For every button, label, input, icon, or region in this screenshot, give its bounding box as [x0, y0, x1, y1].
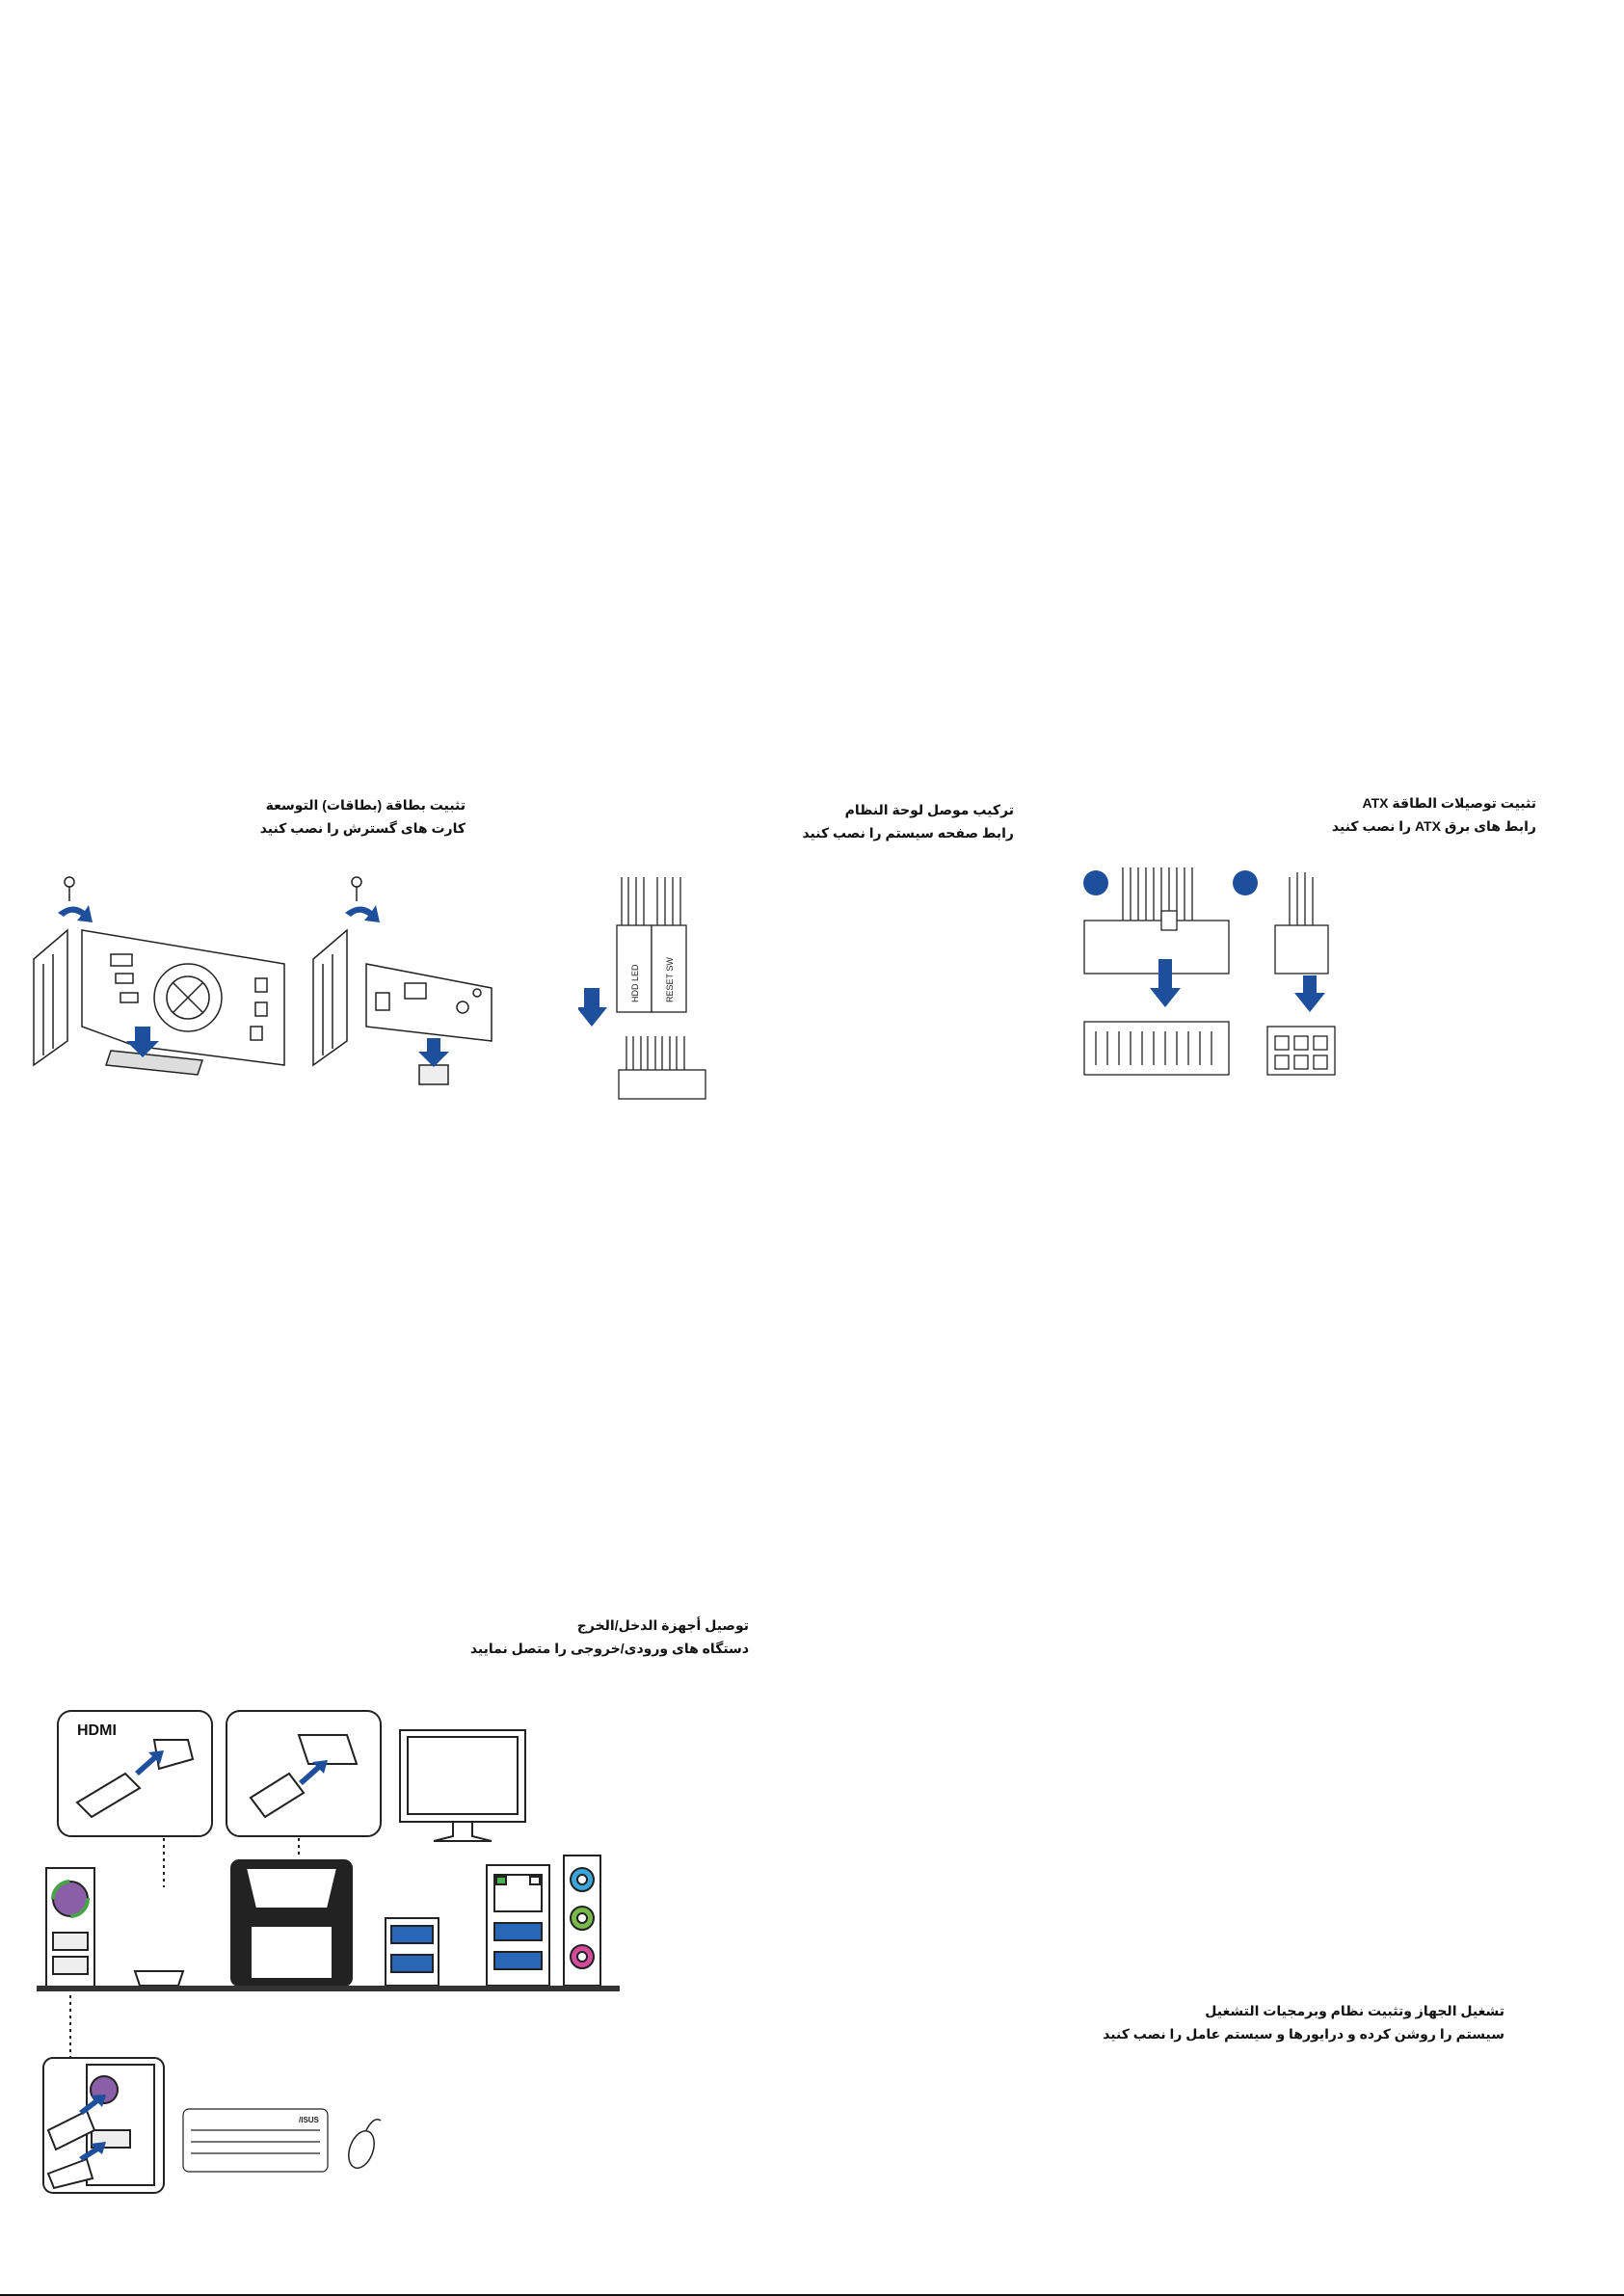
atx-8pin-illustration — [1233, 870, 1336, 1076]
panel-heading: تركيب موصل لوحة النظام رابط صفحه سیستم ر… — [802, 801, 1014, 841]
keyboard-logo: /ISUS — [299, 2116, 320, 2124]
step-circle-icon — [1233, 870, 1258, 895]
rotate-arrow-icon — [345, 905, 380, 922]
power-on-subtitle: سیستم را روشن کرده و درایورها و سیستم عا… — [1103, 2026, 1504, 2042]
panel-title: تركيب موصل لوحة النظام — [844, 802, 1014, 817]
pcie-card-illustration — [312, 876, 493, 1085]
panel-subtitle: رابط صفحه سیستم را نصب کنید — [802, 825, 1014, 841]
power-on-heading: تشغيل الجهاز وتثبيت نظام وبرمجيات التشغي… — [1103, 2002, 1504, 2042]
expansion-title: تثبيت بطاقة (بطاقات) التوسعة — [265, 797, 466, 813]
atx-24pin-illustration — [1083, 868, 1230, 1076]
down-arrow-icon — [79, 2095, 106, 2115]
down-arrow-icon — [299, 1760, 328, 1785]
power-on-title: تشغيل الجهاز وتثبيت نظام وبرمجيات التشغي… — [1205, 2003, 1504, 2018]
step-circle-icon — [1083, 870, 1108, 895]
expansion-heading: تثبيت بطاقة (بطاقات) التوسعة کارت های گس… — [260, 796, 466, 837]
atx-heading: تثبيت توصيلات الطاقة ATX رابط های برق AT… — [1332, 794, 1536, 835]
vga-inset — [226, 1710, 382, 1837]
atx-title: تثبيت توصيلات الطاقة ATX — [1362, 795, 1536, 811]
down-arrow-icon — [135, 1750, 164, 1775]
graphics-card-illustration — [33, 876, 285, 1076]
rotate-arrow-icon — [58, 905, 93, 922]
hdmi-inset — [57, 1710, 213, 1837]
down-arrow-icon — [126, 1027, 159, 1057]
hdmi-logo: HDMI — [77, 1722, 117, 1739]
io-subtitle: دستگاه های ورودی/خروجی را متصل نمایید — [469, 1641, 749, 1656]
pin-label-reset-sw: RESET SW — [665, 957, 675, 1002]
ps2-inset — [42, 2057, 165, 2194]
down-arrow-icon — [418, 1038, 449, 1067]
down-arrow-icon — [1294, 975, 1325, 1012]
down-arrow-icon — [1150, 959, 1181, 1007]
keyboard-icon — [182, 2108, 329, 2173]
down-arrow-icon — [79, 2142, 106, 2161]
io-title: توصيل أجهزة الدخل/الخرج — [576, 1617, 749, 1633]
back-panel-baseline — [37, 1986, 620, 1991]
screw-icon — [351, 876, 362, 901]
pin-label-hdd-led: HDD LED — [630, 964, 640, 1002]
panel-connector-illustration: HDD LED RESET SW — [578, 877, 706, 1100]
expansion-subtitle: کارت های گسترش را نصب کنید — [259, 820, 466, 836]
down-arrow-icon — [578, 988, 607, 1027]
screw-icon — [64, 876, 75, 901]
mouse-icon — [348, 2119, 382, 2169]
monitor-icon — [399, 1729, 526, 1842]
io-panel-illustration: HDMI — [37, 1710, 620, 2194]
bottom-rule — [0, 2294, 1624, 2296]
atx-subtitle: رابط های برق ATX را نصب کنید — [1331, 818, 1536, 834]
io-heading: توصيل أجهزة الدخل/الخرج دستگاه های ورودی… — [470, 1616, 749, 1657]
